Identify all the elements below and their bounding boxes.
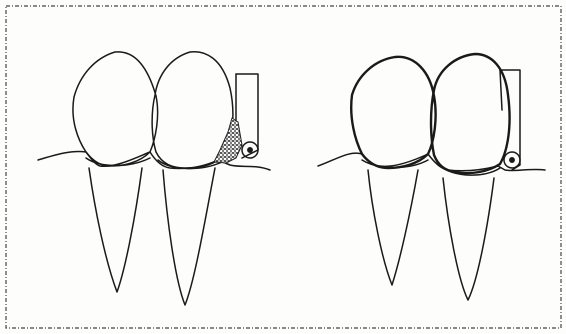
left-tooth-1-crown [73,52,158,166]
right-tooth-2-root [443,178,494,300]
left-contact-shading [214,118,242,163]
right-adjacent-tooth-left [500,70,502,110]
right-tooth-2-crown [431,54,510,173]
right-tooth-1-crown [351,57,435,168]
right-contact-marker-dot [510,158,514,162]
left-tooth-1-root [89,168,142,292]
left-contact-marker-dot [248,148,252,152]
right-tooth-1-root [368,170,418,285]
left-panel [38,52,270,305]
left-tooth-2-root [163,168,215,305]
right-panel [318,54,545,300]
